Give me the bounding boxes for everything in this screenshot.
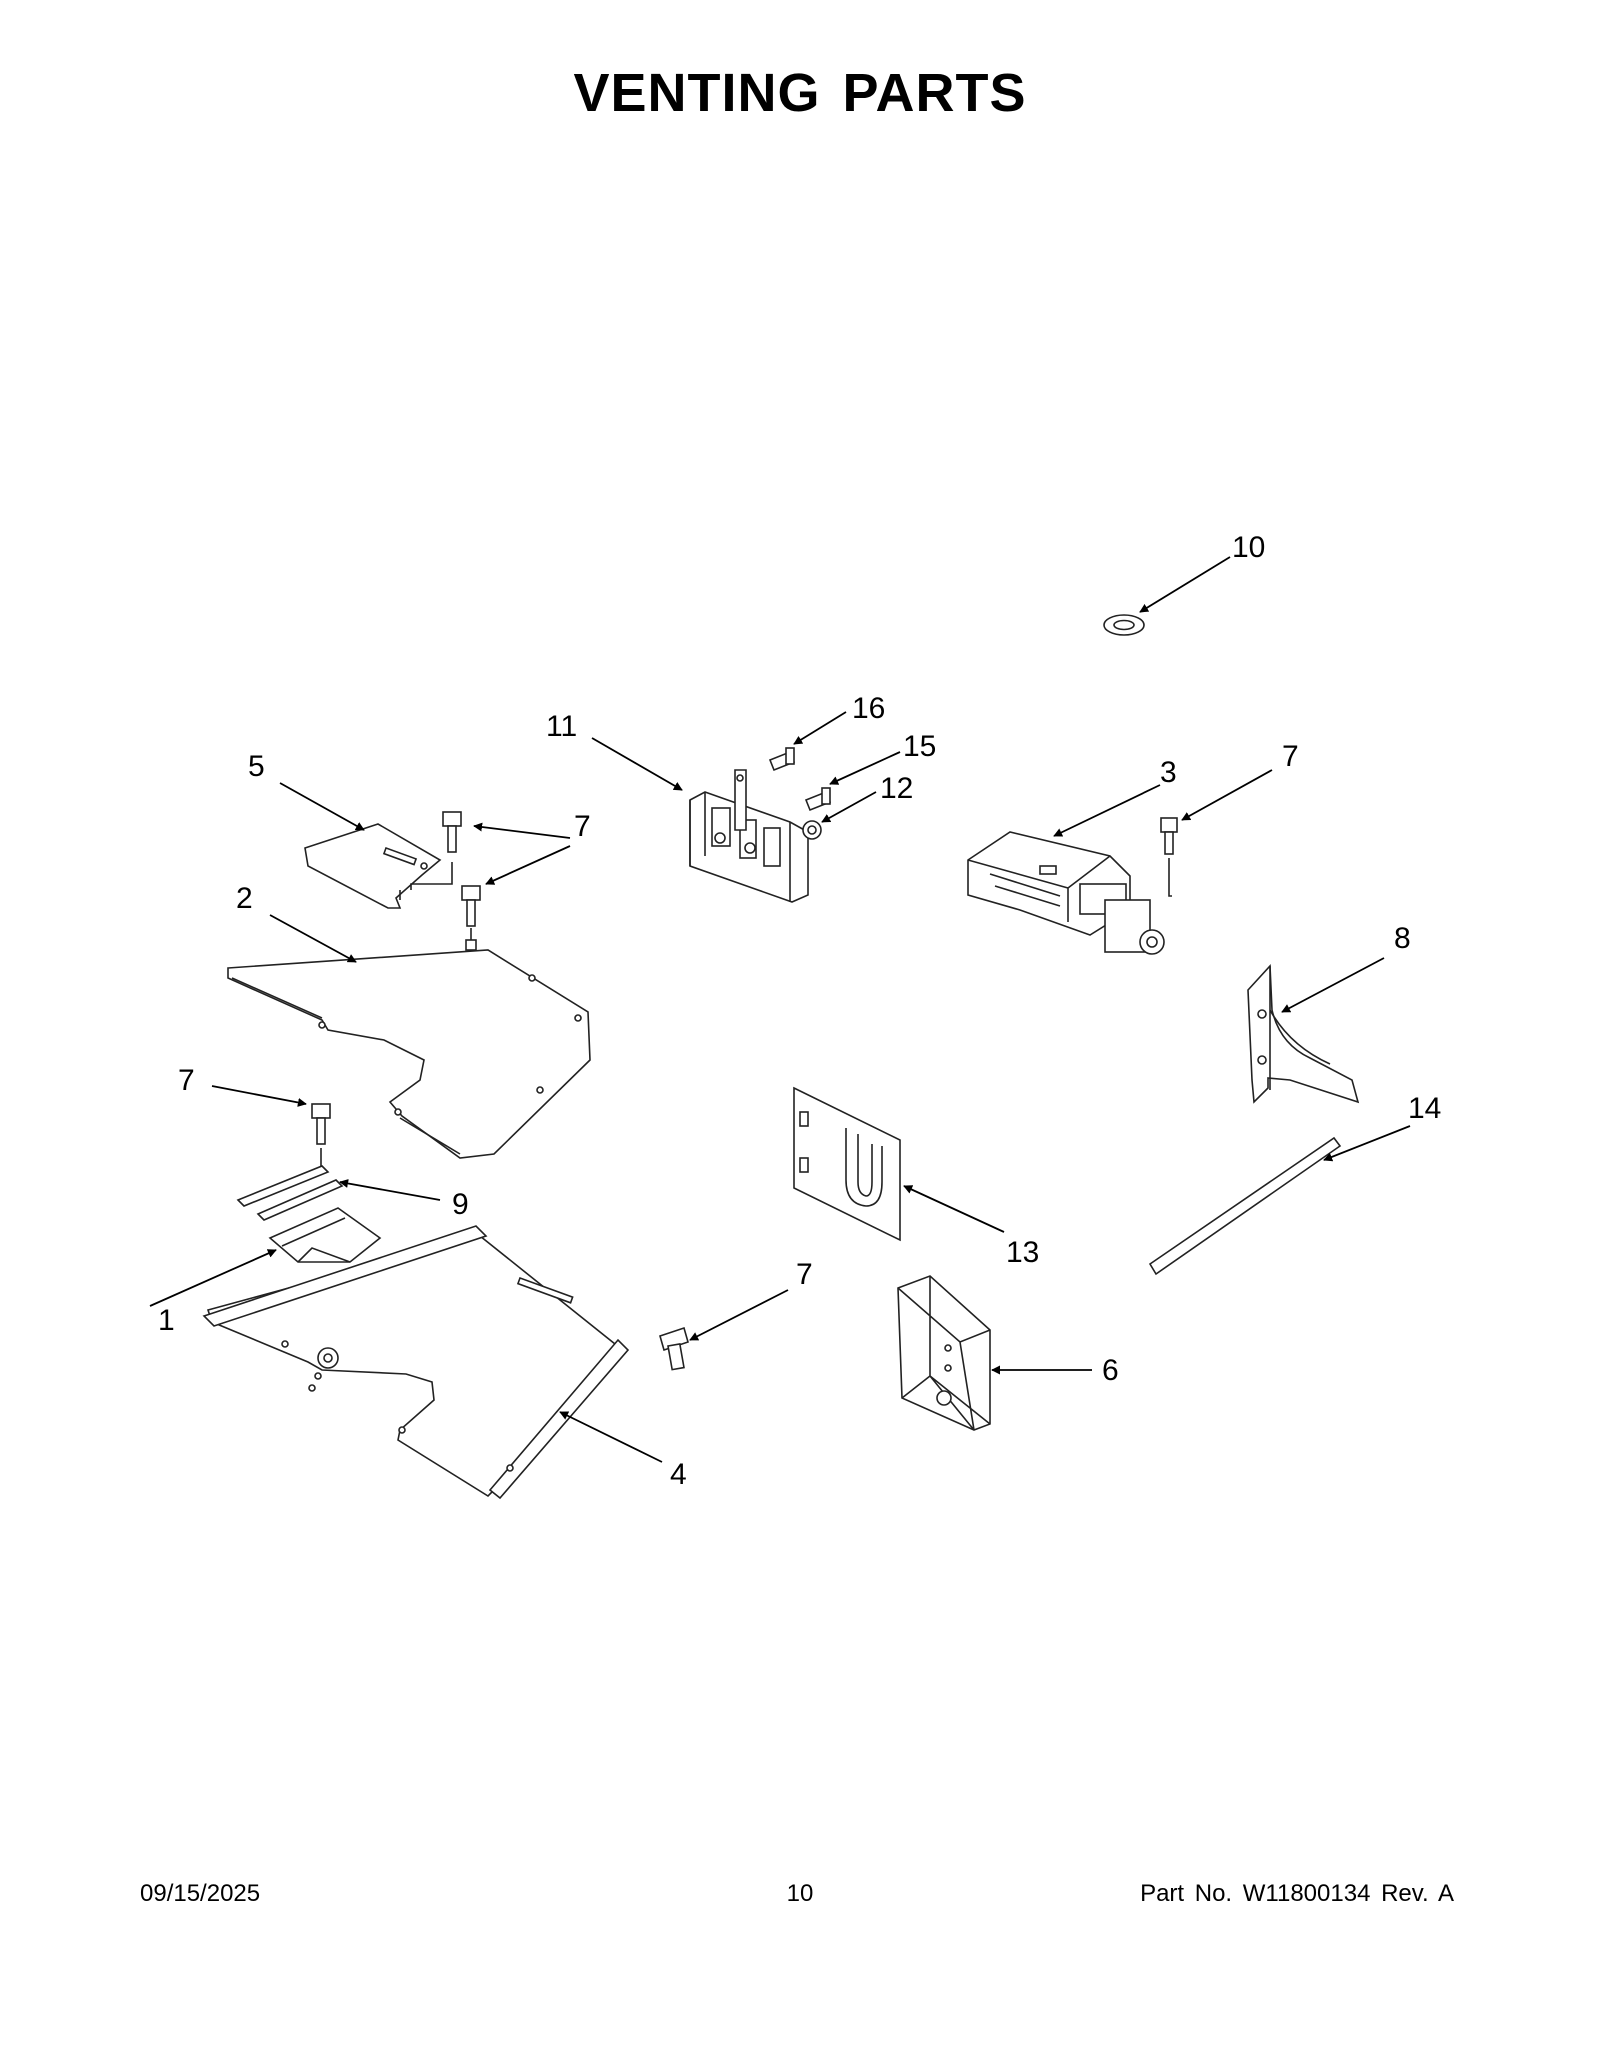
footer-date: 09/15/2025 bbox=[140, 1880, 261, 1907]
callout-labels: 10 11 16 15 12 3 7 5 7 2 8 7 9 14 13 1 7… bbox=[158, 531, 1441, 1491]
callout-11: 11 bbox=[546, 710, 577, 743]
callout-1: 1 bbox=[158, 1304, 175, 1337]
callout-8: 8 bbox=[1394, 922, 1411, 955]
part-7-screw-c bbox=[410, 862, 481, 948]
footer-part-number: Part No. W11800134 Rev. A bbox=[1140, 1880, 1454, 1907]
callout-7-b: 7 bbox=[574, 810, 591, 843]
callout-2: 2 bbox=[236, 882, 253, 915]
part-1-vent-duct bbox=[268, 1207, 382, 1263]
callout-7-d: 7 bbox=[796, 1258, 813, 1291]
callout-5: 5 bbox=[248, 750, 265, 783]
callout-6: 6 bbox=[1102, 1354, 1119, 1387]
callout-3: 3 bbox=[1160, 756, 1177, 789]
part-3-actuator bbox=[967, 831, 1165, 955]
callout-12: 12 bbox=[880, 772, 913, 805]
part-11-bracket-block bbox=[689, 769, 809, 903]
part-14-strip bbox=[1148, 1136, 1342, 1276]
callout-7-c: 7 bbox=[178, 1064, 195, 1097]
callout-9: 9 bbox=[452, 1188, 469, 1221]
callout-13: 13 bbox=[1006, 1236, 1039, 1269]
part-8-curved-bracket bbox=[1247, 964, 1360, 1104]
callout-10: 10 bbox=[1232, 531, 1265, 564]
part-10-grommet bbox=[1103, 614, 1145, 636]
part-15-screw bbox=[804, 787, 832, 812]
footer-page-number: 10 bbox=[786, 1880, 814, 1907]
part-7-screw-e bbox=[659, 1326, 689, 1371]
part-13-shield-plate bbox=[793, 1086, 901, 1242]
part-12-nut bbox=[802, 820, 822, 840]
part-5-vent-plate bbox=[304, 823, 442, 909]
callout-16: 16 bbox=[852, 692, 885, 725]
callout-15: 15 bbox=[903, 730, 936, 763]
callout-14: 14 bbox=[1408, 1092, 1441, 1125]
part-2-panel bbox=[227, 939, 591, 1159]
part-7-screw-d bbox=[311, 1103, 331, 1166]
part-6-cover-box bbox=[897, 1275, 991, 1431]
leader-lines bbox=[149, 556, 1411, 1463]
callout-7-a: 7 bbox=[1282, 740, 1299, 773]
page-title: VENTING PARTS bbox=[573, 63, 1027, 123]
part-4-bottom-panel bbox=[202, 1225, 630, 1500]
part-7-screw-b bbox=[442, 811, 462, 853]
callout-4: 4 bbox=[670, 1458, 687, 1491]
part-16-screw bbox=[768, 747, 796, 772]
part-9-seal-strip bbox=[236, 1165, 344, 1221]
part-7-screw-a bbox=[1160, 817, 1178, 897]
